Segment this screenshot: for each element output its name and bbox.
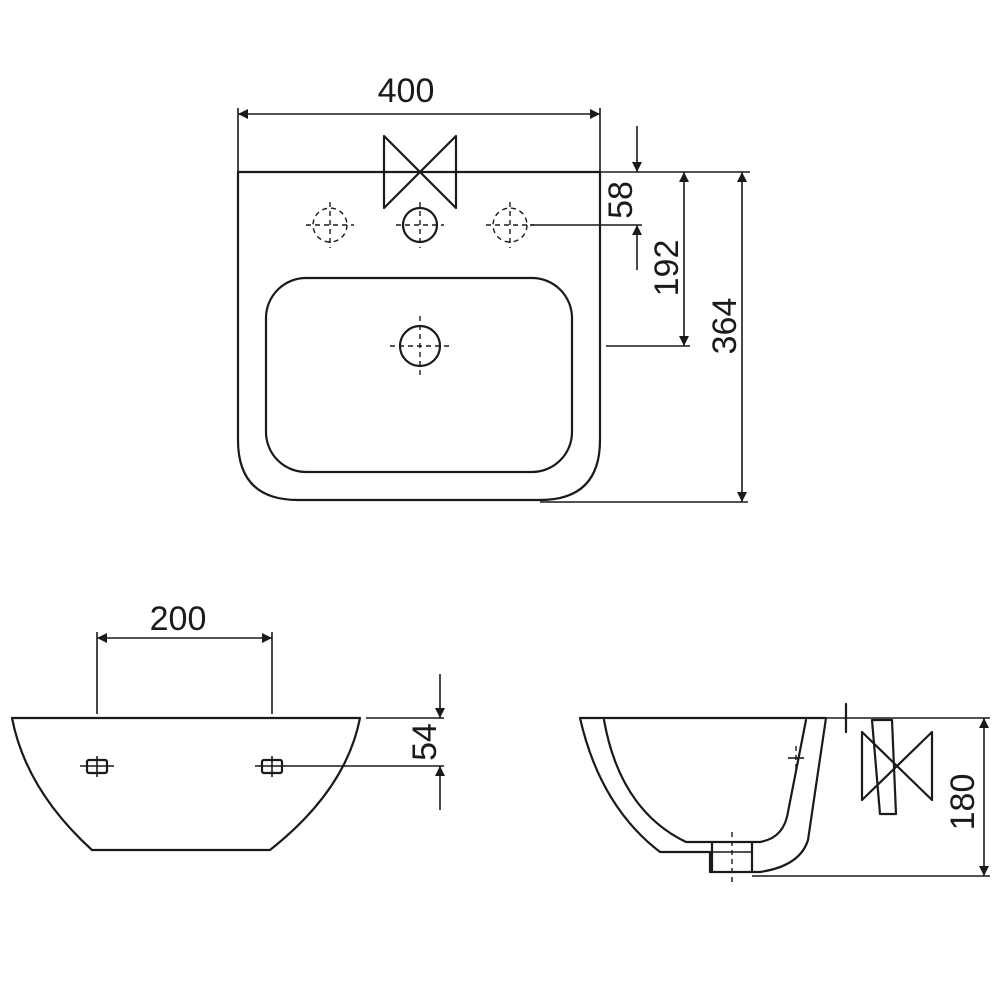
tap-side-icon bbox=[844, 702, 934, 816]
basin-outline bbox=[236, 170, 602, 502]
dim-side-height: 180 bbox=[944, 774, 982, 831]
dim-top-overflow-depth: 192 bbox=[648, 240, 686, 297]
dim-top-tap-offset: 58 bbox=[602, 181, 640, 219]
bracket-left-icon bbox=[80, 756, 114, 777]
plan-view: 400 58 192 364 bbox=[236, 72, 750, 503]
dim-front-bracket-height: 54 bbox=[406, 723, 444, 761]
tap-hole-center-icon bbox=[396, 202, 444, 248]
overflow-symbol-icon bbox=[382, 134, 458, 210]
inner-bowl bbox=[264, 276, 574, 474]
tap-hole-left-icon bbox=[306, 202, 354, 248]
dim-top-width: 400 bbox=[378, 72, 435, 110]
tap-hole-right-icon bbox=[486, 202, 534, 248]
side-bowl-outline bbox=[578, 716, 828, 874]
front-bowl-outline bbox=[10, 716, 362, 852]
waste-outlet-icon bbox=[710, 832, 754, 886]
bracket-right-icon bbox=[255, 756, 444, 777]
dim-top-total-depth: 364 bbox=[706, 298, 744, 355]
side-elevation: 180 bbox=[578, 702, 990, 886]
drain-icon bbox=[390, 316, 450, 376]
dim-front-bracket-spacing: 200 bbox=[150, 600, 207, 638]
front-elevation: 200 54 bbox=[10, 600, 445, 852]
